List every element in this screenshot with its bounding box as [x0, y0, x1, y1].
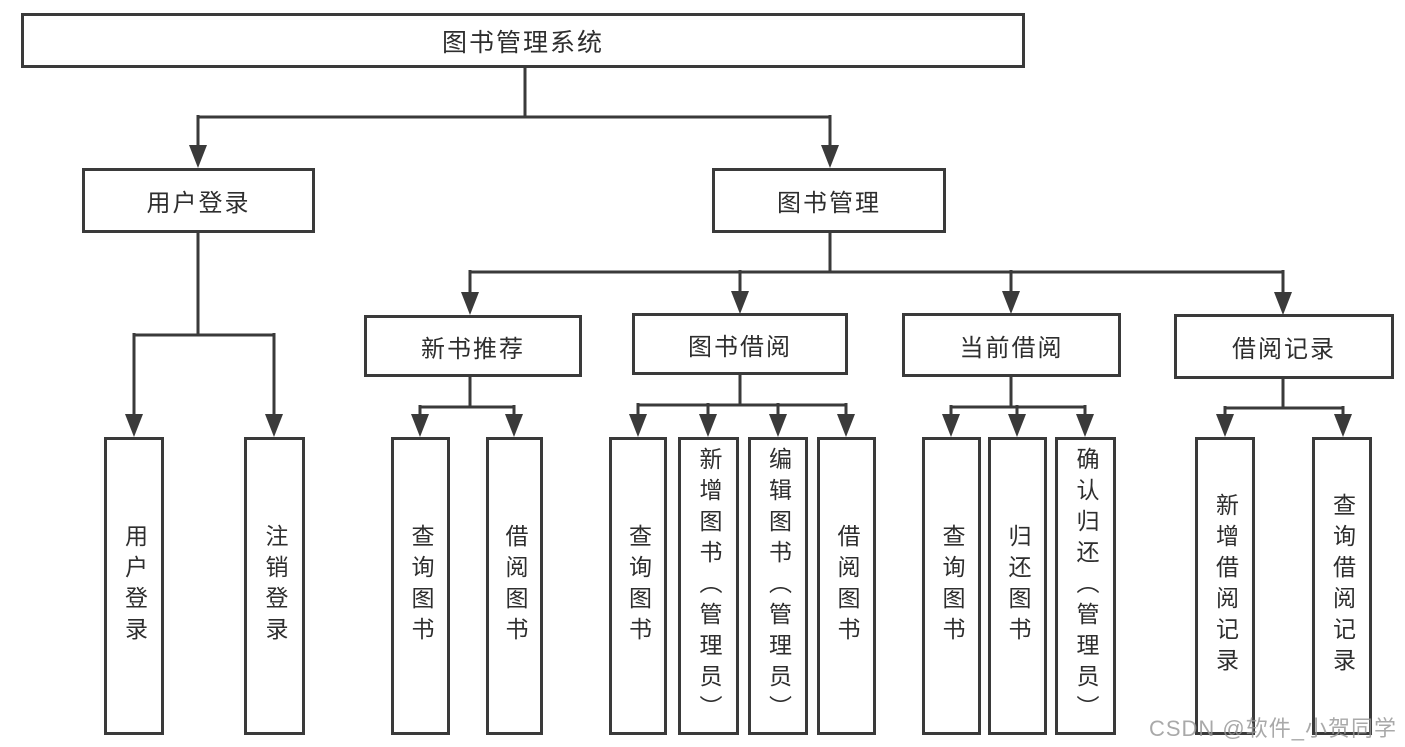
node-label: 借阅图书: [834, 524, 860, 648]
node-leaf-query-books-borrowing: 查询图书: [609, 437, 667, 735]
node-label: 新书推荐: [421, 335, 525, 363]
node-leaf-user-login: 用户登录: [104, 437, 164, 735]
node-current-borrowing: 当前借阅: [902, 313, 1121, 377]
node-label: 用户登录: [146, 190, 251, 217]
node-leaf-add-borrow-record: 新增借阅记录: [1195, 437, 1255, 735]
node-label: 图书借阅: [688, 333, 792, 361]
node-leaf-query-borrow-record: 查询借阅记录: [1312, 437, 1372, 735]
node-leaf-borrow-books-recommend: 借阅图书: [486, 437, 543, 735]
node-label: 用户登录: [121, 524, 148, 648]
node-label: 注销登录: [262, 524, 288, 648]
node-leaf-logout: 注销登录: [244, 437, 305, 735]
node-book-borrowing: 图书借阅: [632, 313, 848, 375]
node-book-management: 图书管理: [712, 168, 946, 233]
node-label: 借阅图书: [502, 524, 528, 648]
node-leaf-query-books-recommend: 查询图书: [391, 437, 450, 735]
node-leaf-query-books-current: 查询图书: [922, 437, 981, 735]
node-leaf-edit-books-admin: 编辑图书（管理员）: [748, 437, 808, 735]
node-leaf-add-books-admin: 新增图书（管理员）: [678, 437, 739, 735]
node-label: 查询图书: [939, 524, 965, 648]
node-label: 编辑图书（管理员）: [765, 446, 792, 726]
node-label: 确认归还（管理员）: [1073, 446, 1099, 726]
node-borrowing-records: 借阅记录: [1174, 314, 1394, 379]
node-leaf-borrow-books: 借阅图书: [817, 437, 876, 735]
node-leaf-return-books: 归还图书: [988, 437, 1047, 735]
node-label: 借阅记录: [1232, 336, 1336, 363]
node-leaf-confirm-return-admin: 确认归还（管理员）: [1055, 437, 1116, 735]
node-label: 归还图书: [1005, 524, 1031, 648]
node-user-login: 用户登录: [82, 168, 315, 233]
node-label: 图书管理: [777, 190, 881, 217]
csdn-watermark: CSDN @软件_小贺同学: [1148, 716, 1397, 741]
node-label: 图书管理系统: [441, 28, 604, 57]
node-label: 新增图书（管理员）: [696, 446, 722, 726]
node-new-book-recommend: 新书推荐: [364, 315, 582, 377]
node-label: 查询借阅记录: [1329, 493, 1356, 679]
node-label: 查询图书: [625, 524, 652, 648]
node-label: 新增借阅记录: [1212, 493, 1239, 679]
node-label: 当前借阅: [959, 334, 1064, 362]
node-library-management-system: 图书管理系统: [21, 13, 1025, 68]
node-label: 查询图书: [408, 524, 434, 648]
